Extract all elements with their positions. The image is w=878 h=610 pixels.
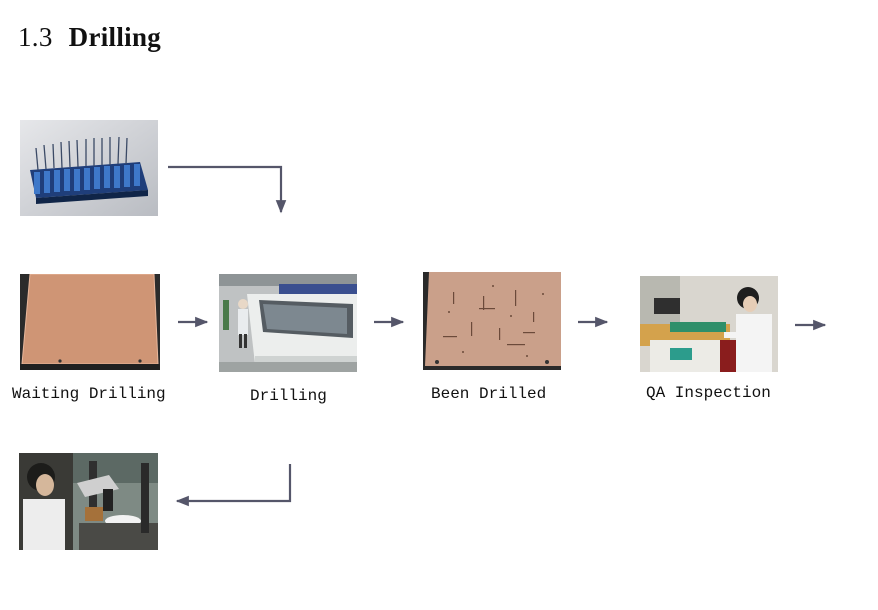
section-heading: 1.3 Drilling: [18, 22, 161, 53]
step-caption-been-drilled: Been Drilled: [431, 385, 547, 403]
drill-bits-photo: [20, 120, 158, 216]
waiting-drilling-photo: [20, 274, 160, 370]
step-caption-drilling: Drilling: [250, 387, 327, 405]
step-caption-waiting-drilling: Waiting Drilling: [12, 385, 166, 403]
arrow-drilling-to-microscope: [175, 464, 292, 507]
microscope-inspection-photo: [19, 453, 158, 550]
arrow-drill-bits-to-drilling: [168, 165, 287, 214]
been-drilled-photo: [423, 272, 561, 370]
qa-inspection-photo: [640, 276, 778, 372]
section-number: 1.3: [18, 22, 53, 52]
step-caption-qa-inspection: QA Inspection: [646, 384, 771, 402]
drilling-machine-photo: [219, 274, 357, 372]
section-title: Drilling: [68, 22, 162, 52]
